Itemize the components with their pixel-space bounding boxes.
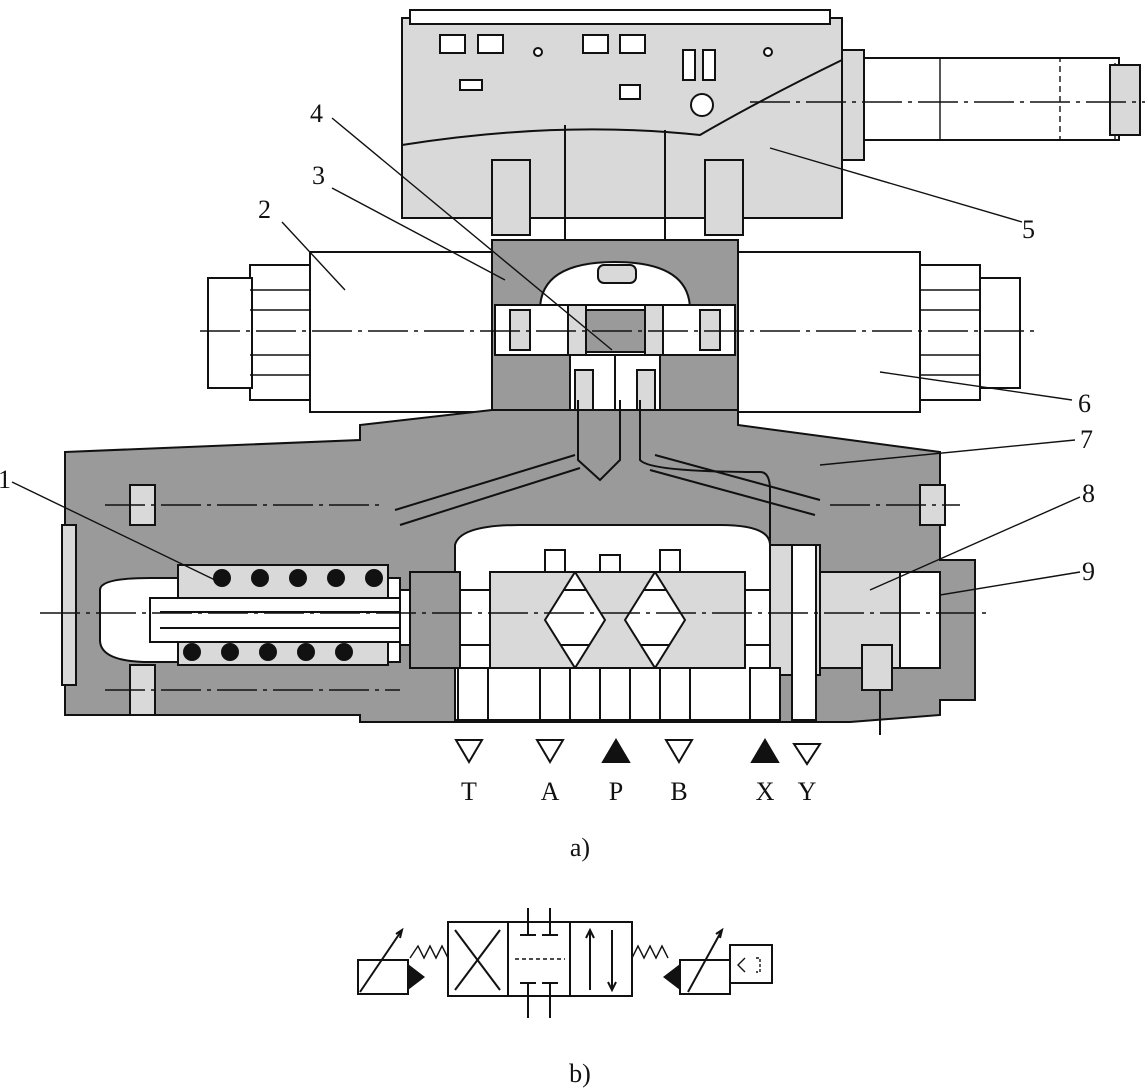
port-Y: Y	[792, 743, 822, 806]
port-label: A	[541, 777, 560, 806]
pilot-valve-body	[491, 239, 739, 413]
callout-2: 2	[258, 195, 271, 224]
port-P: P	[601, 738, 631, 806]
main-valve-body	[61, 400, 976, 735]
port-marker-hollow	[454, 739, 484, 764]
port-marker-filled	[601, 738, 631, 763]
port-marker-hollow	[792, 743, 822, 766]
port-X: X	[750, 738, 780, 806]
port-label: B	[670, 777, 687, 806]
callout-1: 1	[0, 465, 11, 494]
graphic-symbol: b)	[357, 908, 773, 1088]
port-T: T	[454, 739, 484, 806]
spring	[149, 564, 401, 666]
solenoid-right	[737, 251, 1021, 413]
callout-8: 8	[1082, 479, 1095, 508]
callout-7: 7	[1080, 425, 1093, 454]
callout-6: 6	[1078, 389, 1091, 418]
solenoid-left	[207, 251, 493, 413]
callout-4: 4	[310, 99, 323, 128]
port-marker-hollow	[535, 739, 565, 764]
port-label: P	[609, 777, 623, 806]
port-B: B	[664, 739, 694, 806]
callout-3: 3	[312, 161, 325, 190]
port-marker-hollow	[664, 739, 694, 764]
port-label: T	[461, 777, 477, 806]
callout-5: 5	[1022, 215, 1035, 244]
sectional-view: 1 2 3 4 5 6 7 8 9 T A P B X Y	[0, 9, 1145, 862]
port-label: X	[756, 777, 775, 806]
callout-9: 9	[1082, 557, 1095, 586]
caption-b: b)	[569, 1059, 591, 1088]
port-A: A	[535, 739, 565, 806]
electronics-housing	[401, 9, 1145, 240]
caption-a: a)	[570, 833, 590, 862]
port-marker-filled	[750, 738, 780, 763]
port-label: Y	[798, 777, 817, 806]
